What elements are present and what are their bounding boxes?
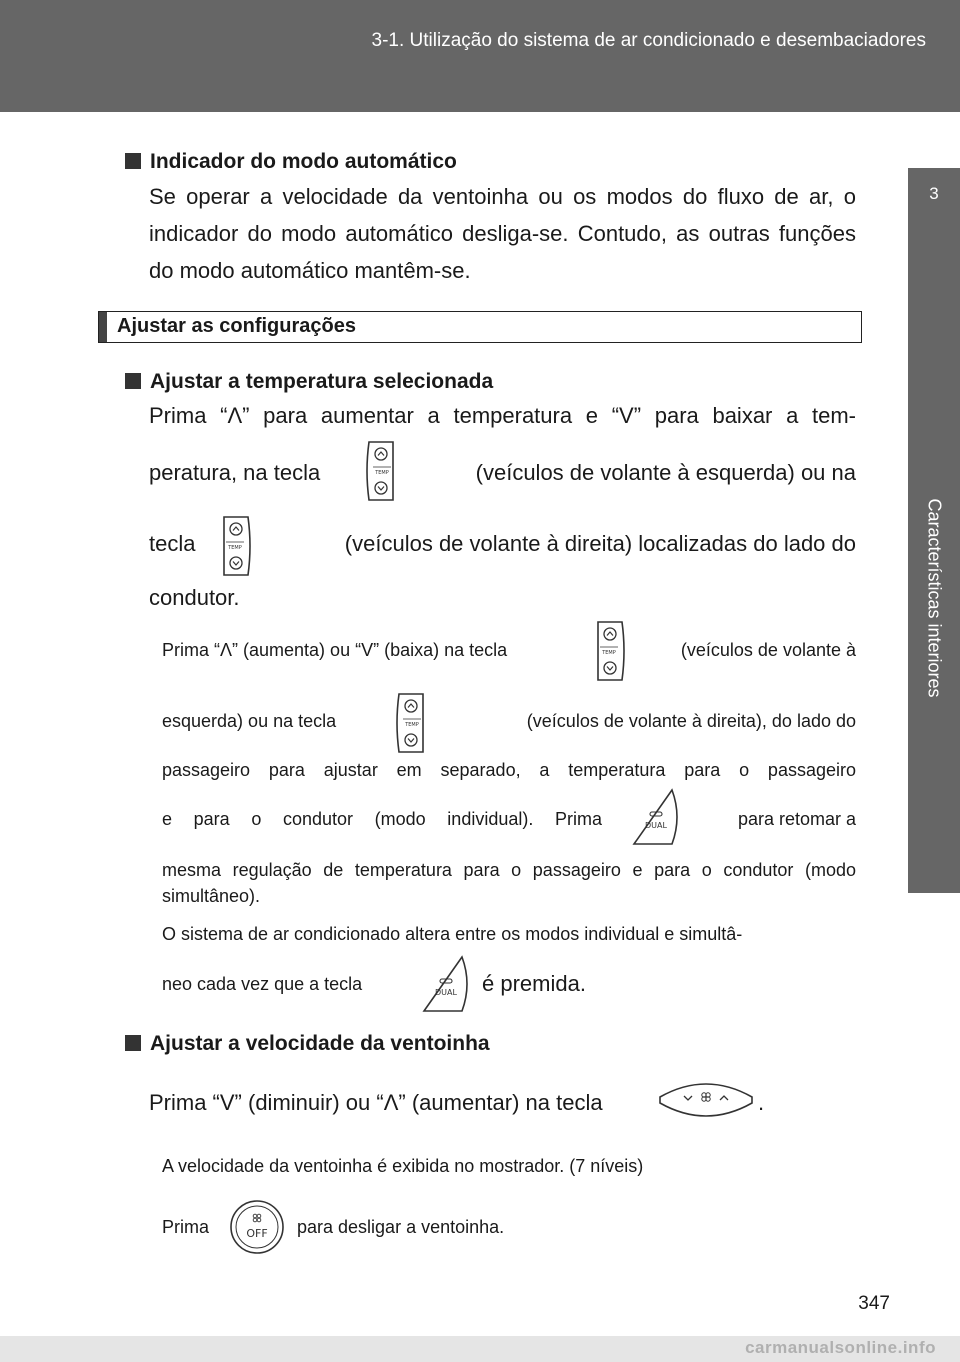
auto-mode-body: Se operar a velocidade da ventoinha ou o… <box>149 184 856 283</box>
temp-note-6: O sistema de ar condicionado altera entr… <box>162 924 743 944</box>
temp-note-7b: é premida. <box>482 971 586 996</box>
footer-bar: carmanualsonline.info <box>0 1336 960 1362</box>
square-bullet-icon <box>125 153 141 169</box>
temp-note-4a: e para o condutor (modo individual). Pri… <box>162 809 602 829</box>
heading-temperature: Ajustar a temperatura selecionada <box>125 370 493 394</box>
temp-label: TEMP <box>404 722 419 728</box>
temp-line-3a: tecla <box>149 531 196 556</box>
box-marker <box>99 312 107 342</box>
dual-button-icon: DUAL <box>632 788 678 845</box>
temp-key-left-icon: TEMP <box>366 441 394 501</box>
fan-note-2b: para desligar a ventoinha. <box>297 1217 505 1237</box>
fan-note-2a: Prima <box>162 1217 210 1237</box>
chapter-number: 3 <box>929 184 939 203</box>
fan-line-1b: . <box>758 1090 765 1115</box>
temp-key-passenger-left-icon: TEMP <box>597 621 625 681</box>
temp-note-3: passageiro para ajustar em separado, a t… <box>162 760 856 780</box>
temp-note-1a: Prima “Λ” (aumenta) ou “V” (baixa) na te… <box>162 640 508 660</box>
square-bullet-icon <box>125 373 141 389</box>
fan-line-1a: Prima “V” (diminuir) ou “Λ” (aumentar) n… <box>149 1090 603 1115</box>
heading-temperature-text: Ajustar a temperatura selecionada <box>150 370 494 393</box>
dual-label: DUAL <box>645 821 667 830</box>
chapter-side-tab: 3 Características interiores <box>908 168 960 893</box>
chapter-name: Características interiores <box>924 498 945 698</box>
heading-fan-speed: Ajustar a velocidade da ventoinha <box>125 1032 490 1056</box>
temp-note-2a: esquerda) ou na tecla <box>162 711 337 731</box>
heading-auto-mode: Indicador do modo automático <box>125 150 457 174</box>
temp-line-3b: (veículos de volante à direita) localiza… <box>344 531 856 556</box>
heading-fan-speed-text: Ajustar a velocidade da ventoinha <box>150 1032 490 1055</box>
fan-speed-key-icon <box>659 1083 753 1117</box>
fan-note-1: A velocidade da ventoinha é exibida no m… <box>162 1156 644 1176</box>
temp-label: TEMP <box>601 650 616 656</box>
dual-label: DUAL <box>435 988 457 997</box>
square-bullet-icon <box>125 1035 141 1051</box>
temp-line-2a: peratura, na tecla <box>149 460 321 485</box>
side-tab-gap <box>908 112 960 168</box>
temp-line-2b: (veículos de volante à esquerda) ou na <box>475 460 856 485</box>
temp-line-1: Prima “Λ” para aumentar a temperatura e … <box>149 403 856 428</box>
chapter-title: 3-1. Utilização do sistema de ar condici… <box>371 30 926 51</box>
temp-line-4: condutor. <box>149 585 240 610</box>
temp-key-passenger-right-icon: TEMP <box>396 693 424 753</box>
fan-off-button-icon: OFF <box>230 1200 284 1254</box>
dual-button-icon-2: DUAL <box>422 955 468 1012</box>
settings-box-title: Ajustar as configurações <box>117 315 356 337</box>
off-label: OFF <box>246 1227 267 1240</box>
footer-watermark: carmanualsonline.info <box>745 1338 936 1357</box>
temp-label: TEMP <box>374 470 389 476</box>
temp-note-5: mesma regulação de temperatura para o pa… <box>162 860 856 906</box>
temp-note-4b: para retomar a <box>737 809 856 829</box>
page-number: 347 <box>858 1293 890 1314</box>
temp-note-1b: (veículos de volante à <box>680 640 856 660</box>
temp-note-2b: (veículos de volante à direita), do lado… <box>526 711 856 731</box>
settings-section-box: Ajustar as configurações <box>98 311 862 343</box>
heading-auto-mode-text: Indicador do modo automático <box>150 150 457 173</box>
temp-note-7a: neo cada vez que a tecla <box>162 974 363 994</box>
page-header: 3-1. Utilização do sistema de ar condici… <box>0 0 960 112</box>
temp-label: TEMP <box>227 545 242 551</box>
temp-key-right-icon: TEMP <box>223 516 251 576</box>
